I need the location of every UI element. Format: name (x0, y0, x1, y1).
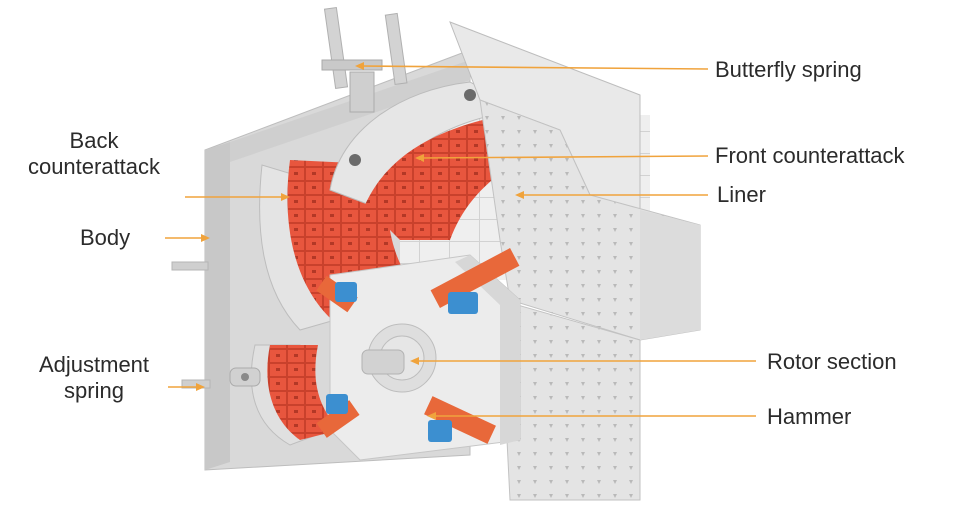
label-hammer: Hammer (767, 404, 851, 430)
label-adjustment-spring-line2: spring (14, 378, 174, 404)
label-adjustment-spring: Adjustment spring (14, 352, 174, 404)
label-back-counterattack-line1: Back (4, 128, 184, 154)
label-body: Body (80, 225, 130, 251)
adjustment-spring (230, 368, 260, 386)
label-rotor-section: Rotor section (767, 349, 897, 375)
label-front-counterattack: Front counterattack (715, 143, 905, 169)
label-butterfly-spring: Butterfly spring (715, 57, 862, 83)
label-adjustment-spring-line1: Adjustment (14, 352, 174, 378)
label-back-counterattack: Back counterattack (4, 128, 184, 180)
label-back-counterattack-line2: counterattack (4, 154, 184, 180)
label-liner: Liner (717, 182, 766, 208)
